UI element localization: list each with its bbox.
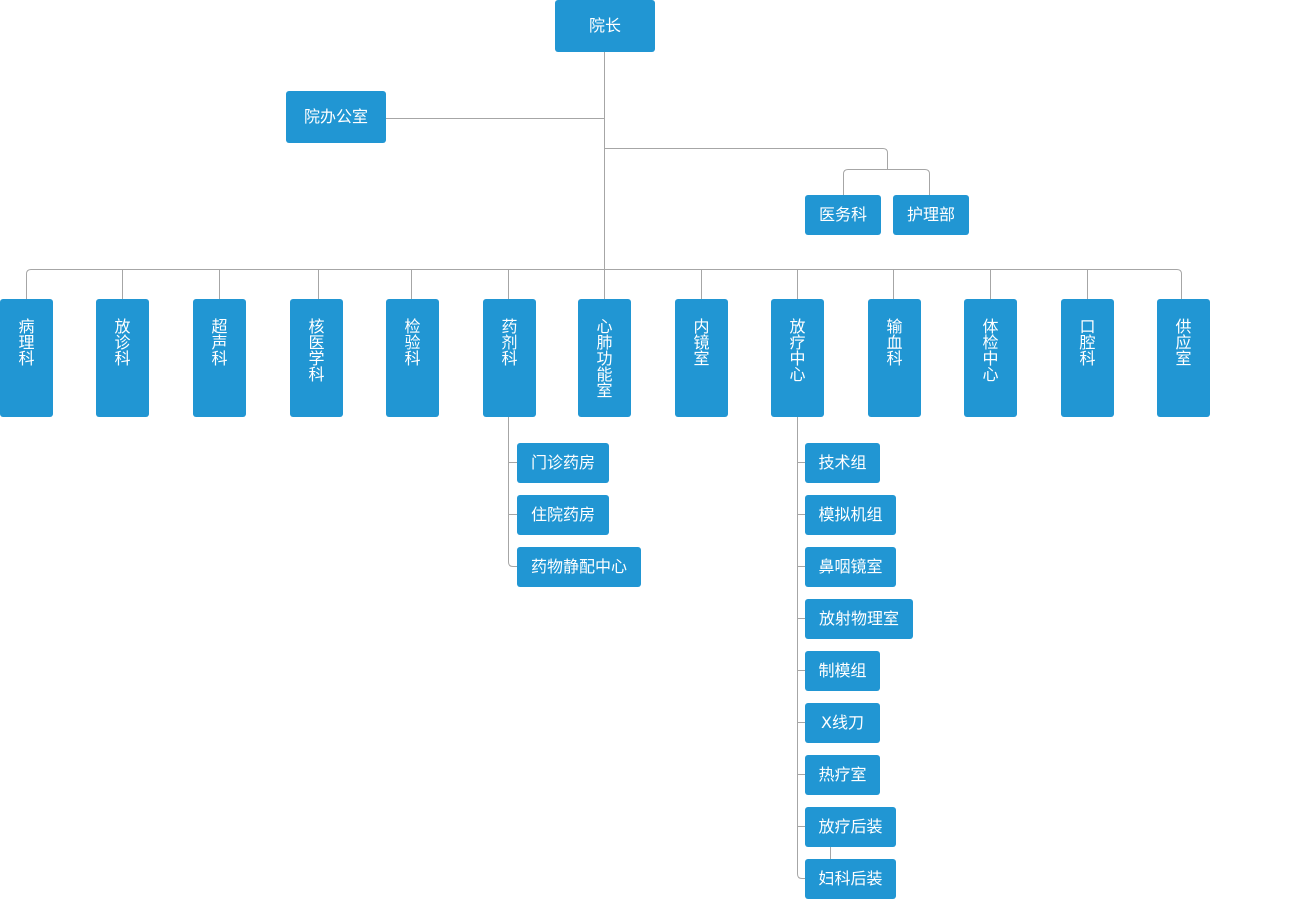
radiotherapy-unit-label: 放射物理室 xyxy=(818,609,899,628)
department-node-laboratory[interactable]: 检验科 xyxy=(386,299,439,417)
radiotherapy-unit-label: 制模组 xyxy=(818,661,867,680)
department-node-endoscopy[interactable]: 内镜室 xyxy=(675,299,728,417)
department-label: 体检中心 xyxy=(982,317,999,384)
pharmacy-unit-label: 住院药房 xyxy=(530,505,595,524)
radiotherapy-unit-gynecologic-afterloading[interactable]: 妇科后装 xyxy=(805,859,896,899)
pharmacy-unit-iv-center[interactable]: 药物静配中心 xyxy=(517,547,641,587)
radiotherapy-unit-label: 热疗室 xyxy=(818,765,867,784)
radiotherapy-unit-afterloading[interactable]: 放疗后装 xyxy=(805,807,896,847)
admin-branch-line xyxy=(604,148,888,170)
department-node-ultrasound[interactable]: 超声科 xyxy=(193,299,246,417)
root-node[interactable]: 院长 xyxy=(555,0,655,52)
department-node-supply[interactable]: 供应室 xyxy=(1157,299,1210,417)
department-node-cardiopulmonary[interactable]: 心肺功能室 xyxy=(578,299,631,417)
department-node-stomatology[interactable]: 口腔科 xyxy=(1061,299,1114,417)
radiotherapy-unit-physics[interactable]: 放射物理室 xyxy=(805,599,913,639)
department-node-radiology[interactable]: 放诊科 xyxy=(96,299,149,417)
pharmacy-unit-inpatient[interactable]: 住院药房 xyxy=(517,495,609,535)
office-node[interactable]: 院办公室 xyxy=(286,91,386,143)
radiotherapy-unit-label: 模拟机组 xyxy=(818,505,883,524)
department-label: 输血科 xyxy=(886,317,903,368)
admin-label: 护理部 xyxy=(906,205,955,224)
radiotherapy-unit-technical[interactable]: 技术组 xyxy=(805,443,880,483)
admin-node-medical-affairs[interactable]: 医务科 xyxy=(805,195,881,235)
admin-bus-line xyxy=(843,169,930,195)
admin-node-nursing[interactable]: 护理部 xyxy=(893,195,969,235)
department-label: 供应室 xyxy=(1175,317,1192,368)
radiotherapy-unit-label: X线刀 xyxy=(821,713,864,732)
radiotherapy-unit-nasopharyngoscopy[interactable]: 鼻咽镜室 xyxy=(805,547,896,587)
radiotherapy-unit-label: 鼻咽镜室 xyxy=(818,557,883,576)
department-label: 药剂科 xyxy=(501,317,518,368)
department-label: 病理科 xyxy=(18,317,35,368)
department-node-transfusion[interactable]: 输血科 xyxy=(868,299,921,417)
radiotherapy-unit-label: 技术组 xyxy=(818,453,867,472)
radiotherapy-unit-mold[interactable]: 制模组 xyxy=(805,651,880,691)
radiotherapy-unit-label: 放疗后装 xyxy=(818,817,883,836)
department-label: 检验科 xyxy=(404,317,421,368)
admin-label: 医务科 xyxy=(818,205,867,224)
department-label: 内镜室 xyxy=(693,317,710,368)
department-label: 心肺功能室 xyxy=(596,317,613,400)
department-label: 放疗中心 xyxy=(789,317,806,384)
department-node-pharmacy[interactable]: 药剂科 xyxy=(483,299,536,417)
radiotherapy-unit-hyperthermia[interactable]: 热疗室 xyxy=(805,755,880,795)
department-label: 核医学科 xyxy=(308,317,325,384)
department-node-physical-exam[interactable]: 体检中心 xyxy=(964,299,1017,417)
radiotherapy-branch-line xyxy=(797,417,805,879)
department-label: 放诊科 xyxy=(114,317,131,368)
radiotherapy-unit-simulator[interactable]: 模拟机组 xyxy=(805,495,896,535)
department-node-pathology[interactable]: 病理科 xyxy=(0,299,53,417)
root-label: 院长 xyxy=(588,16,621,35)
pharmacy-unit-outpatient[interactable]: 门诊药房 xyxy=(517,443,609,483)
pharmacy-unit-label: 药物静配中心 xyxy=(530,557,627,576)
radiotherapy-unit-x-knife[interactable]: X线刀 xyxy=(805,703,880,743)
department-node-nuclear-medicine[interactable]: 核医学科 xyxy=(290,299,343,417)
department-node-radiotherapy[interactable]: 放疗中心 xyxy=(771,299,824,417)
department-label: 口腔科 xyxy=(1079,317,1096,368)
office-label: 院办公室 xyxy=(303,107,368,126)
pharmacy-branch-line xyxy=(508,417,517,567)
radiotherapy-unit-label: 妇科后装 xyxy=(818,869,883,888)
department-label: 超声科 xyxy=(211,317,228,368)
pharmacy-unit-label: 门诊药房 xyxy=(530,453,595,472)
